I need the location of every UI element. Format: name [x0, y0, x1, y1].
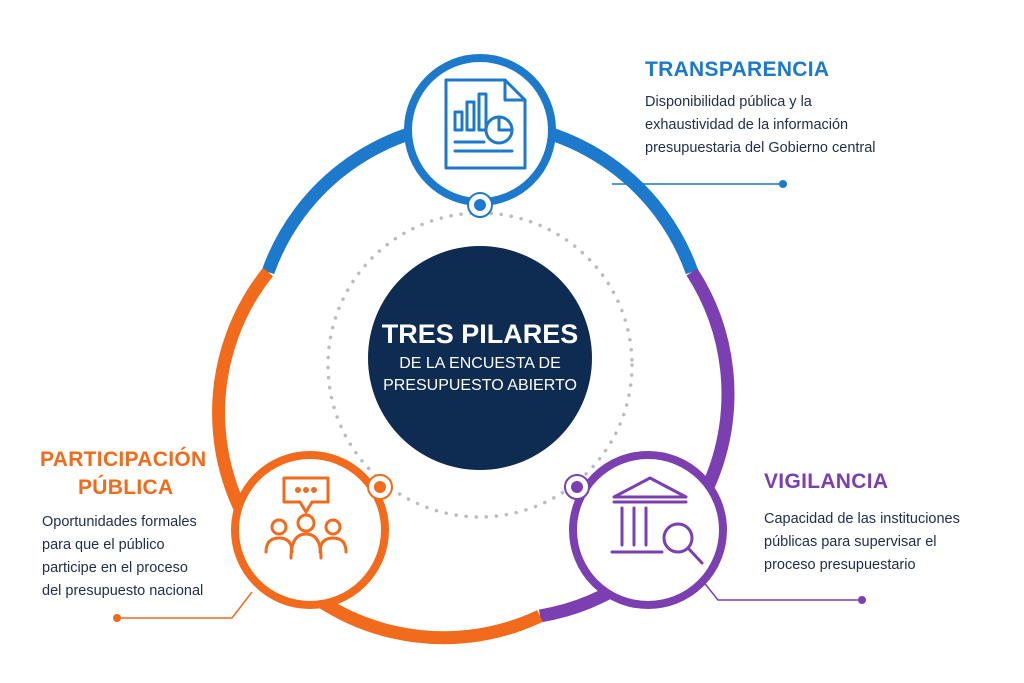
participacion-desc-line: Oportunidades formales [42, 514, 197, 530]
vigilancia-desc-line: públicas para supervisar el [764, 534, 937, 550]
participacion-desc-line: para que el público [42, 537, 165, 553]
participacion-title-line2: PÚBLICA [78, 476, 174, 499]
transparencia-description: Disponibilidad pública y la exhaustivida… [645, 91, 876, 160]
transparencia-desc-line: Disponibilidad pública y la [645, 94, 812, 110]
vigilancia-description: Capacidad de las instituciones públicas … [764, 508, 960, 577]
transparencia-desc-line: exhaustividad de la información [645, 117, 849, 133]
center-subtitle-line2: PRESUPUESTO ABIERTO [383, 377, 577, 394]
institution-magnifier-icon [610, 476, 704, 565]
connector-participacion [117, 591, 253, 619]
people-chat-icon [264, 476, 348, 560]
center-subtitle-line1: DE LA ENCUESTA DE [399, 355, 561, 372]
vigilancia-desc-line: proceso presupuestario [764, 557, 916, 573]
connector-dot-vigilancia [858, 596, 866, 604]
participacion-desc-line: del presupuesto nacional [42, 583, 204, 599]
transparencia-desc-line: presupuestaria del Gobierno central [645, 140, 876, 156]
vigilancia-title: VIGILANCIA [764, 470, 889, 493]
transparencia-title: TRANSPARENCIA [645, 58, 830, 81]
participacion-description: Oportunidades formales para que el públi… [42, 511, 203, 603]
connector-dot-participacion [113, 614, 121, 622]
vigilancia-desc-line: Capacidad de las instituciones [764, 511, 960, 527]
participacion-title-line1: PARTICIPACIÓN [40, 448, 207, 471]
center-title: TRES PILARES [381, 319, 579, 349]
connector-dot-transparencia [779, 180, 787, 188]
document-chart-icon [444, 78, 527, 170]
connector-vigilancia [701, 579, 862, 601]
participacion-desc-line: participe en el proceso [42, 560, 188, 576]
node-vigilancia [569, 451, 727, 609]
center-circle [368, 246, 592, 470]
